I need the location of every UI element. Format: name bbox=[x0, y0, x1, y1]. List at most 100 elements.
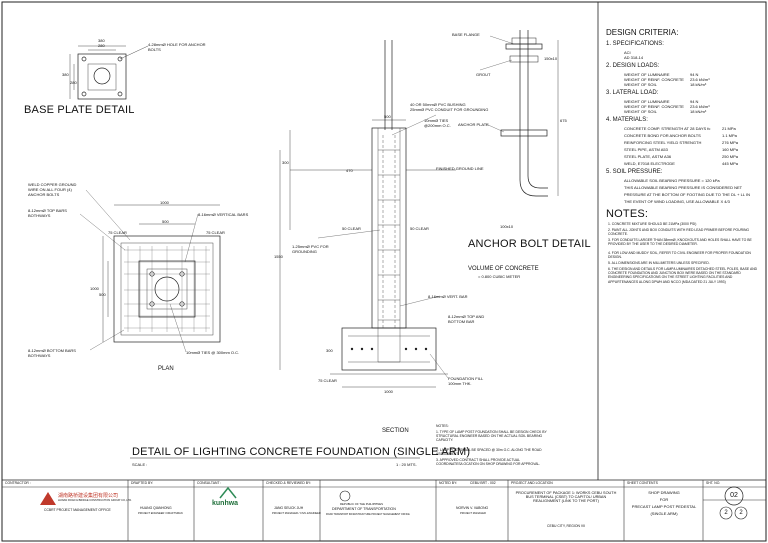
plan-dim-clear-left: 75 CLEAR bbox=[108, 230, 127, 235]
criteria-material-name: WELD, E7018 ELECTRODE bbox=[624, 161, 675, 166]
tb-location: CEBU CITY, REGION VII bbox=[547, 524, 585, 528]
section-dim-h1: 300 bbox=[282, 160, 289, 165]
criteria-spec-item: AD 318-14 bbox=[624, 55, 644, 60]
tb-sheet-line: SHOP DRAWING bbox=[648, 490, 680, 495]
anchor-grout: GROUT bbox=[476, 72, 491, 77]
criteria-loads-head: 2. DESIGN LOADS: bbox=[606, 63, 660, 69]
note-item: 4. FOR LOW AND MUDDY SOIL, REFER TO CIVI… bbox=[608, 251, 751, 260]
section-note-footing: FOUNDATION FILL 100mm THK. bbox=[448, 376, 484, 386]
base-plate-drawing bbox=[69, 45, 149, 100]
note-item: 1. CONCRETE MIXTURE SHOULD BE 21MPa (300… bbox=[608, 222, 697, 226]
criteria-soil-head: 5. SOIL PRESSURE: bbox=[606, 169, 663, 175]
tb-noted-label: NOTED BY: bbox=[439, 481, 458, 485]
note-item: 6. THE DESIGN AND DETAILS FOR LAMP/LUMIN… bbox=[608, 267, 758, 284]
criteria-title: DESIGN CRITERIA: bbox=[606, 28, 679, 37]
plan-dim-overall: 1000 bbox=[160, 200, 169, 205]
criteria-lateral-name: WEIGHT OF SOIL bbox=[624, 109, 657, 114]
section-dim-h3: 300 bbox=[326, 348, 333, 353]
anchor-dim-c: 150x10 bbox=[544, 56, 558, 61]
scale-value: 1 : 20 MTS. bbox=[396, 462, 417, 467]
tb-project: PROCUREMENT OF PACKAGE 1: WORKS CEBU SOU… bbox=[515, 491, 617, 504]
tb-checked-label: CHECKED & REVIEWED BY: bbox=[266, 481, 312, 485]
tb-checked-name: JANG SEUCK JUH bbox=[274, 506, 304, 510]
criteria-lateral-value: 18 kN/m³ bbox=[690, 109, 707, 114]
tb-shtno: 02 bbox=[730, 492, 738, 499]
section-dim-bottom-w: 1000 bbox=[384, 389, 393, 394]
criteria-lateral-value: 23.6 kN/m³ bbox=[690, 104, 710, 109]
plan-note-ties: 10mmØ TIES @ 300mm O.C. bbox=[186, 350, 240, 355]
tb-sheet-line: (SINGLE ARM) bbox=[650, 511, 678, 516]
tb-noted-role: PROJECT MANAGER bbox=[460, 512, 486, 515]
tb-sheet-label: SHEET CONTENTS bbox=[627, 481, 658, 485]
criteria-material-value: 1.1 MPa bbox=[722, 133, 737, 138]
criteria-load-value: 23.6 kN/m³ bbox=[690, 77, 710, 82]
criteria-spec-item: ACI bbox=[624, 50, 631, 55]
criteria-lateral-value: 94 N bbox=[690, 99, 699, 104]
criteria-lateral-name: WEIGHT OF REINF. CONCRETE bbox=[624, 104, 684, 109]
plan-note-copper: WELD COPPER GROUND WIRE ON ALL FOUR (4) … bbox=[28, 182, 77, 197]
plan-dim-side: 1000 bbox=[90, 286, 99, 291]
tb-noted-name: NORVIN V. VABONG bbox=[456, 506, 489, 510]
criteria-soil-line: ALLOWABLE SOIL BEARING PRESSURE = 120 kP… bbox=[624, 178, 720, 183]
plan-dim-inner: 500 bbox=[162, 219, 169, 224]
section-label: SECTION bbox=[382, 428, 409, 434]
plan-note-vertical-bars: 8-16mmØ VERTICAL BARS bbox=[198, 212, 249, 217]
note-item: 5. ALL DIMENSIONS ARE IN MILLIMETERS UNL… bbox=[608, 261, 710, 265]
criteria-load-value: 18 kN/m³ bbox=[690, 82, 707, 87]
tb-contractor-name: 湖南路桥建设集团有限公司 bbox=[58, 493, 119, 499]
section-note-finished: FINISHED GROUND LINE bbox=[436, 166, 484, 171]
plan-label: PLAN bbox=[158, 366, 174, 372]
note-item: 3. FOR CONDUITS LARGER THAN 38mmØ, KNOCK… bbox=[608, 238, 752, 247]
section-dim-top-w: 500 bbox=[384, 114, 391, 119]
tb-page-total: 2 bbox=[739, 510, 743, 516]
base-plate-dim-inner: 280 bbox=[98, 43, 105, 48]
plan-note-top-bars: 8-12mmØ TOP BARS BOTHWAYS bbox=[28, 208, 67, 218]
tb-consultant-logo: kunhwa bbox=[212, 500, 239, 507]
section-note-pvc-b: 25mmØ PVC CONDUIT FOR GROUNDING bbox=[410, 107, 489, 112]
section-note-pvc-a: 40 OR 50mmØ PVC BUSHING bbox=[410, 102, 466, 107]
plan-drawing bbox=[79, 189, 221, 353]
tb-sheet-line: FOR bbox=[659, 497, 669, 502]
criteria-material-value: 445 MPa bbox=[722, 161, 739, 166]
tb-republic: REPUBLIC OF THE PHILIPPINES bbox=[340, 502, 384, 506]
tb-shtno-label: SHT. NO. bbox=[706, 481, 721, 485]
tb-contractor-en: HUNAN ROAD & BRIDGE CONSTRUCTION GROUP C… bbox=[58, 499, 132, 502]
section-note-bottom-bars: 8-12mmØ TOP AND BOTTOM BAR bbox=[448, 314, 485, 324]
drawing-title: DETAIL OF LIGHTING CONCRETE FOUNDATION (… bbox=[132, 446, 471, 458]
criteria-material-name: CONCRETE BOND FOR ANCHOR BOLTS bbox=[624, 133, 701, 138]
base-plate-title: BASE PLATE DETAIL bbox=[24, 104, 135, 116]
tb-department-sub: ROAD TRANSPORT INFRASTRUCTURE PROJECT MA… bbox=[326, 513, 410, 516]
section-note-vert: 8-16mmØ VERT. BAR bbox=[428, 294, 468, 299]
section-note-conduit: 1-25mmØ PVC FOR GROUNDING bbox=[292, 244, 329, 254]
section-note-item: 1. TYPE OF LAMP POST FOUNDATION SHALL BE… bbox=[436, 430, 547, 443]
base-plate-hole-note: 4-28mmØ HOLE FOR ANCHOR BOLTS bbox=[148, 42, 206, 52]
section-clear-bottom: 75 CLEAR bbox=[318, 378, 337, 383]
plan-note-bottom-bars: 8-12mmØ BOTTOM BARS BOTHWAYS bbox=[28, 348, 76, 358]
tb-page-current: 2 bbox=[724, 510, 728, 516]
anchor-dim-b: 100x10 bbox=[500, 224, 514, 229]
criteria-material-name: STEEL PIPE, ASTM A53 bbox=[624, 147, 668, 152]
base-plate-dim-left-inner: 280 bbox=[70, 80, 77, 85]
criteria-material-value: 276 MPa bbox=[722, 140, 739, 145]
criteria-material-value: 21 MPa bbox=[722, 126, 736, 131]
criteria-material-value: 250 MPa bbox=[722, 154, 739, 159]
anchor-bolt-drawing bbox=[479, 30, 559, 197]
section-note-item: 2. LAMP POST SHALL BE SPACED @ 30m O.C. … bbox=[436, 448, 542, 457]
criteria-soil-line: THE EVENT OF WIND LOADING, USE ALLOWABLE… bbox=[624, 199, 730, 204]
volume-label: VOLUME OF CONCRETE bbox=[468, 266, 539, 272]
tb-cebu-label: CEBU BRT - 002 bbox=[470, 481, 496, 485]
plan-dim-side-inner: 500 bbox=[99, 292, 106, 297]
section-drawing bbox=[279, 40, 456, 388]
section-note-ties: 10mmØ TIES @200mm O.C. bbox=[424, 118, 451, 128]
criteria-lateral-head: 3. LATERAL LOAD: bbox=[606, 90, 659, 96]
tb-project-label: PROJECT AND LOCATION bbox=[511, 481, 553, 485]
volume-value: = 0.800 CUBIC METER bbox=[478, 274, 521, 279]
section-clear-left: 50 CLEAR bbox=[342, 226, 361, 231]
plan-dim-clear-right: 75 CLEAR bbox=[206, 230, 225, 235]
section-dim-h2: 1550 bbox=[274, 254, 283, 259]
anchor-bolt-title: ANCHOR BOLT DETAIL bbox=[468, 238, 591, 250]
tb-contractor-label: CONTRACTOR : bbox=[5, 481, 31, 485]
criteria-materials-head: 4. MATERIALS: bbox=[606, 117, 648, 123]
criteria-soil-line: PRESSURE AT THE BOTTOM OF FOOTING DUE TO… bbox=[624, 192, 750, 197]
